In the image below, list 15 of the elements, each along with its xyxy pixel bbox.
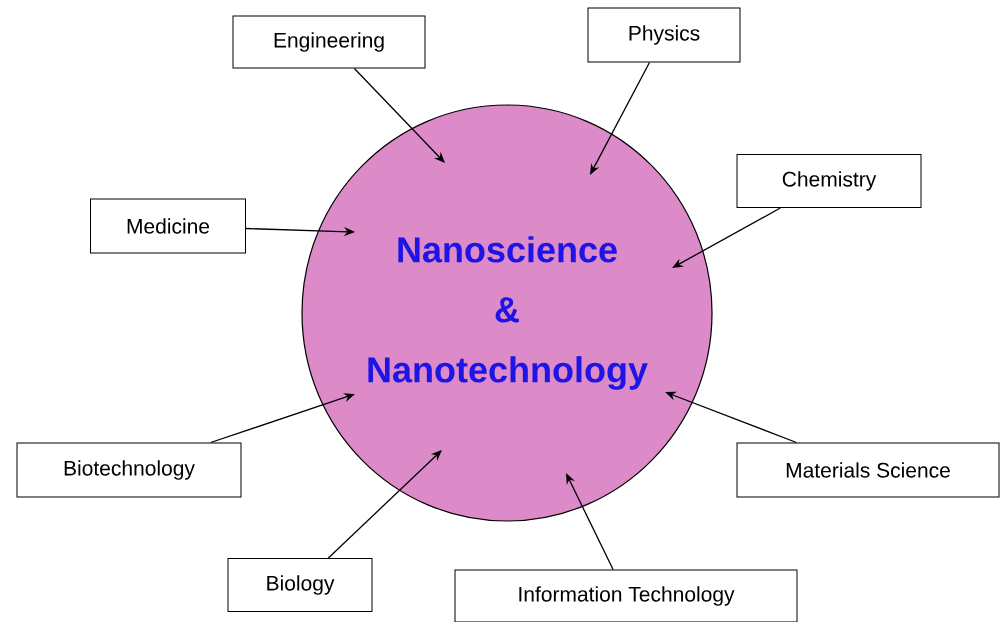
label-box: Materials Science <box>736 442 1000 498</box>
label-box: Engineering <box>232 15 426 69</box>
arrow <box>665 391 798 444</box>
label-box: Physics <box>587 7 741 63</box>
arrow <box>566 473 614 571</box>
label-box: Biology <box>227 558 373 612</box>
arrow <box>590 61 651 175</box>
label-box: Biotechnology <box>16 442 242 498</box>
label-box: Medicine <box>90 198 246 254</box>
arrow <box>672 207 781 268</box>
arrow <box>327 450 442 559</box>
arrow <box>353 67 445 163</box>
arrow <box>210 393 355 444</box>
label-box: Information Technology <box>454 569 798 622</box>
label-box: Chemistry <box>736 154 922 208</box>
